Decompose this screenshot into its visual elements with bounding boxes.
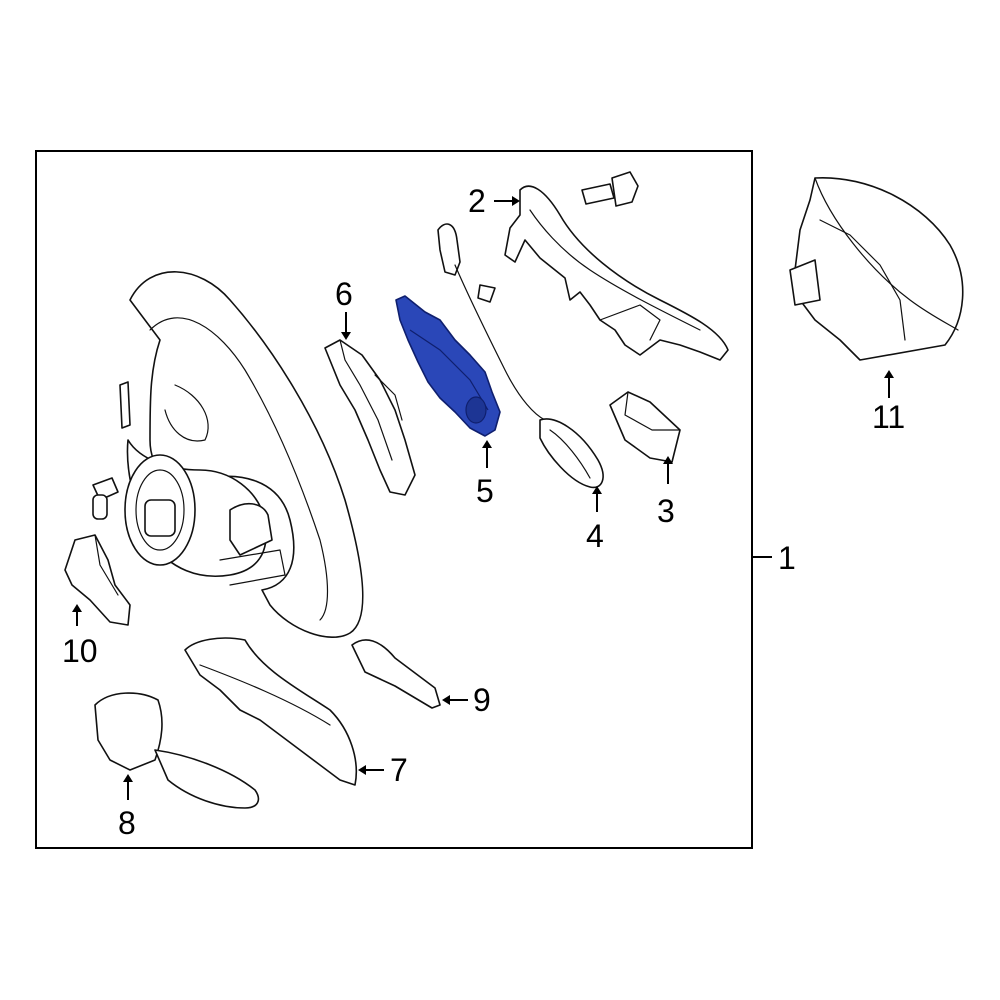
callout-9: 9: [473, 682, 491, 718]
callout-1: 1: [778, 540, 796, 576]
bolt-top[interactable]: [581, 171, 639, 207]
callout-leaders: [72, 196, 894, 800]
part-8-lower-trim[interactable]: [94, 692, 260, 809]
part-9-trim-strip[interactable]: [351, 639, 441, 709]
callout-6: 6: [335, 276, 353, 312]
callout-10: 10: [62, 633, 98, 669]
bolt-left[interactable]: [92, 477, 119, 520]
part-5-control-module[interactable]: [395, 295, 501, 437]
part-2-trim-cover[interactable]: [504, 185, 729, 361]
part-6-switch-bracket[interactable]: [324, 339, 416, 496]
callout-4: 4: [586, 518, 604, 554]
part-11-airbag-module[interactable]: [789, 177, 964, 361]
part-7-lower-cover[interactable]: [184, 637, 358, 786]
callout-8: 8: [118, 805, 136, 841]
callout-5: 5: [476, 473, 494, 509]
callout-11: 11: [872, 399, 905, 435]
part-10-switch[interactable]: [64, 534, 131, 626]
callout-7: 7: [390, 752, 408, 788]
callout-3: 3: [657, 493, 675, 529]
callout-2: 2: [468, 183, 486, 219]
part-4-paddle-cable[interactable]: [437, 223, 604, 489]
part-3-switch[interactable]: [609, 391, 681, 463]
steering-wheel[interactable]: [119, 271, 364, 638]
assembly-frame: [35, 150, 753, 849]
